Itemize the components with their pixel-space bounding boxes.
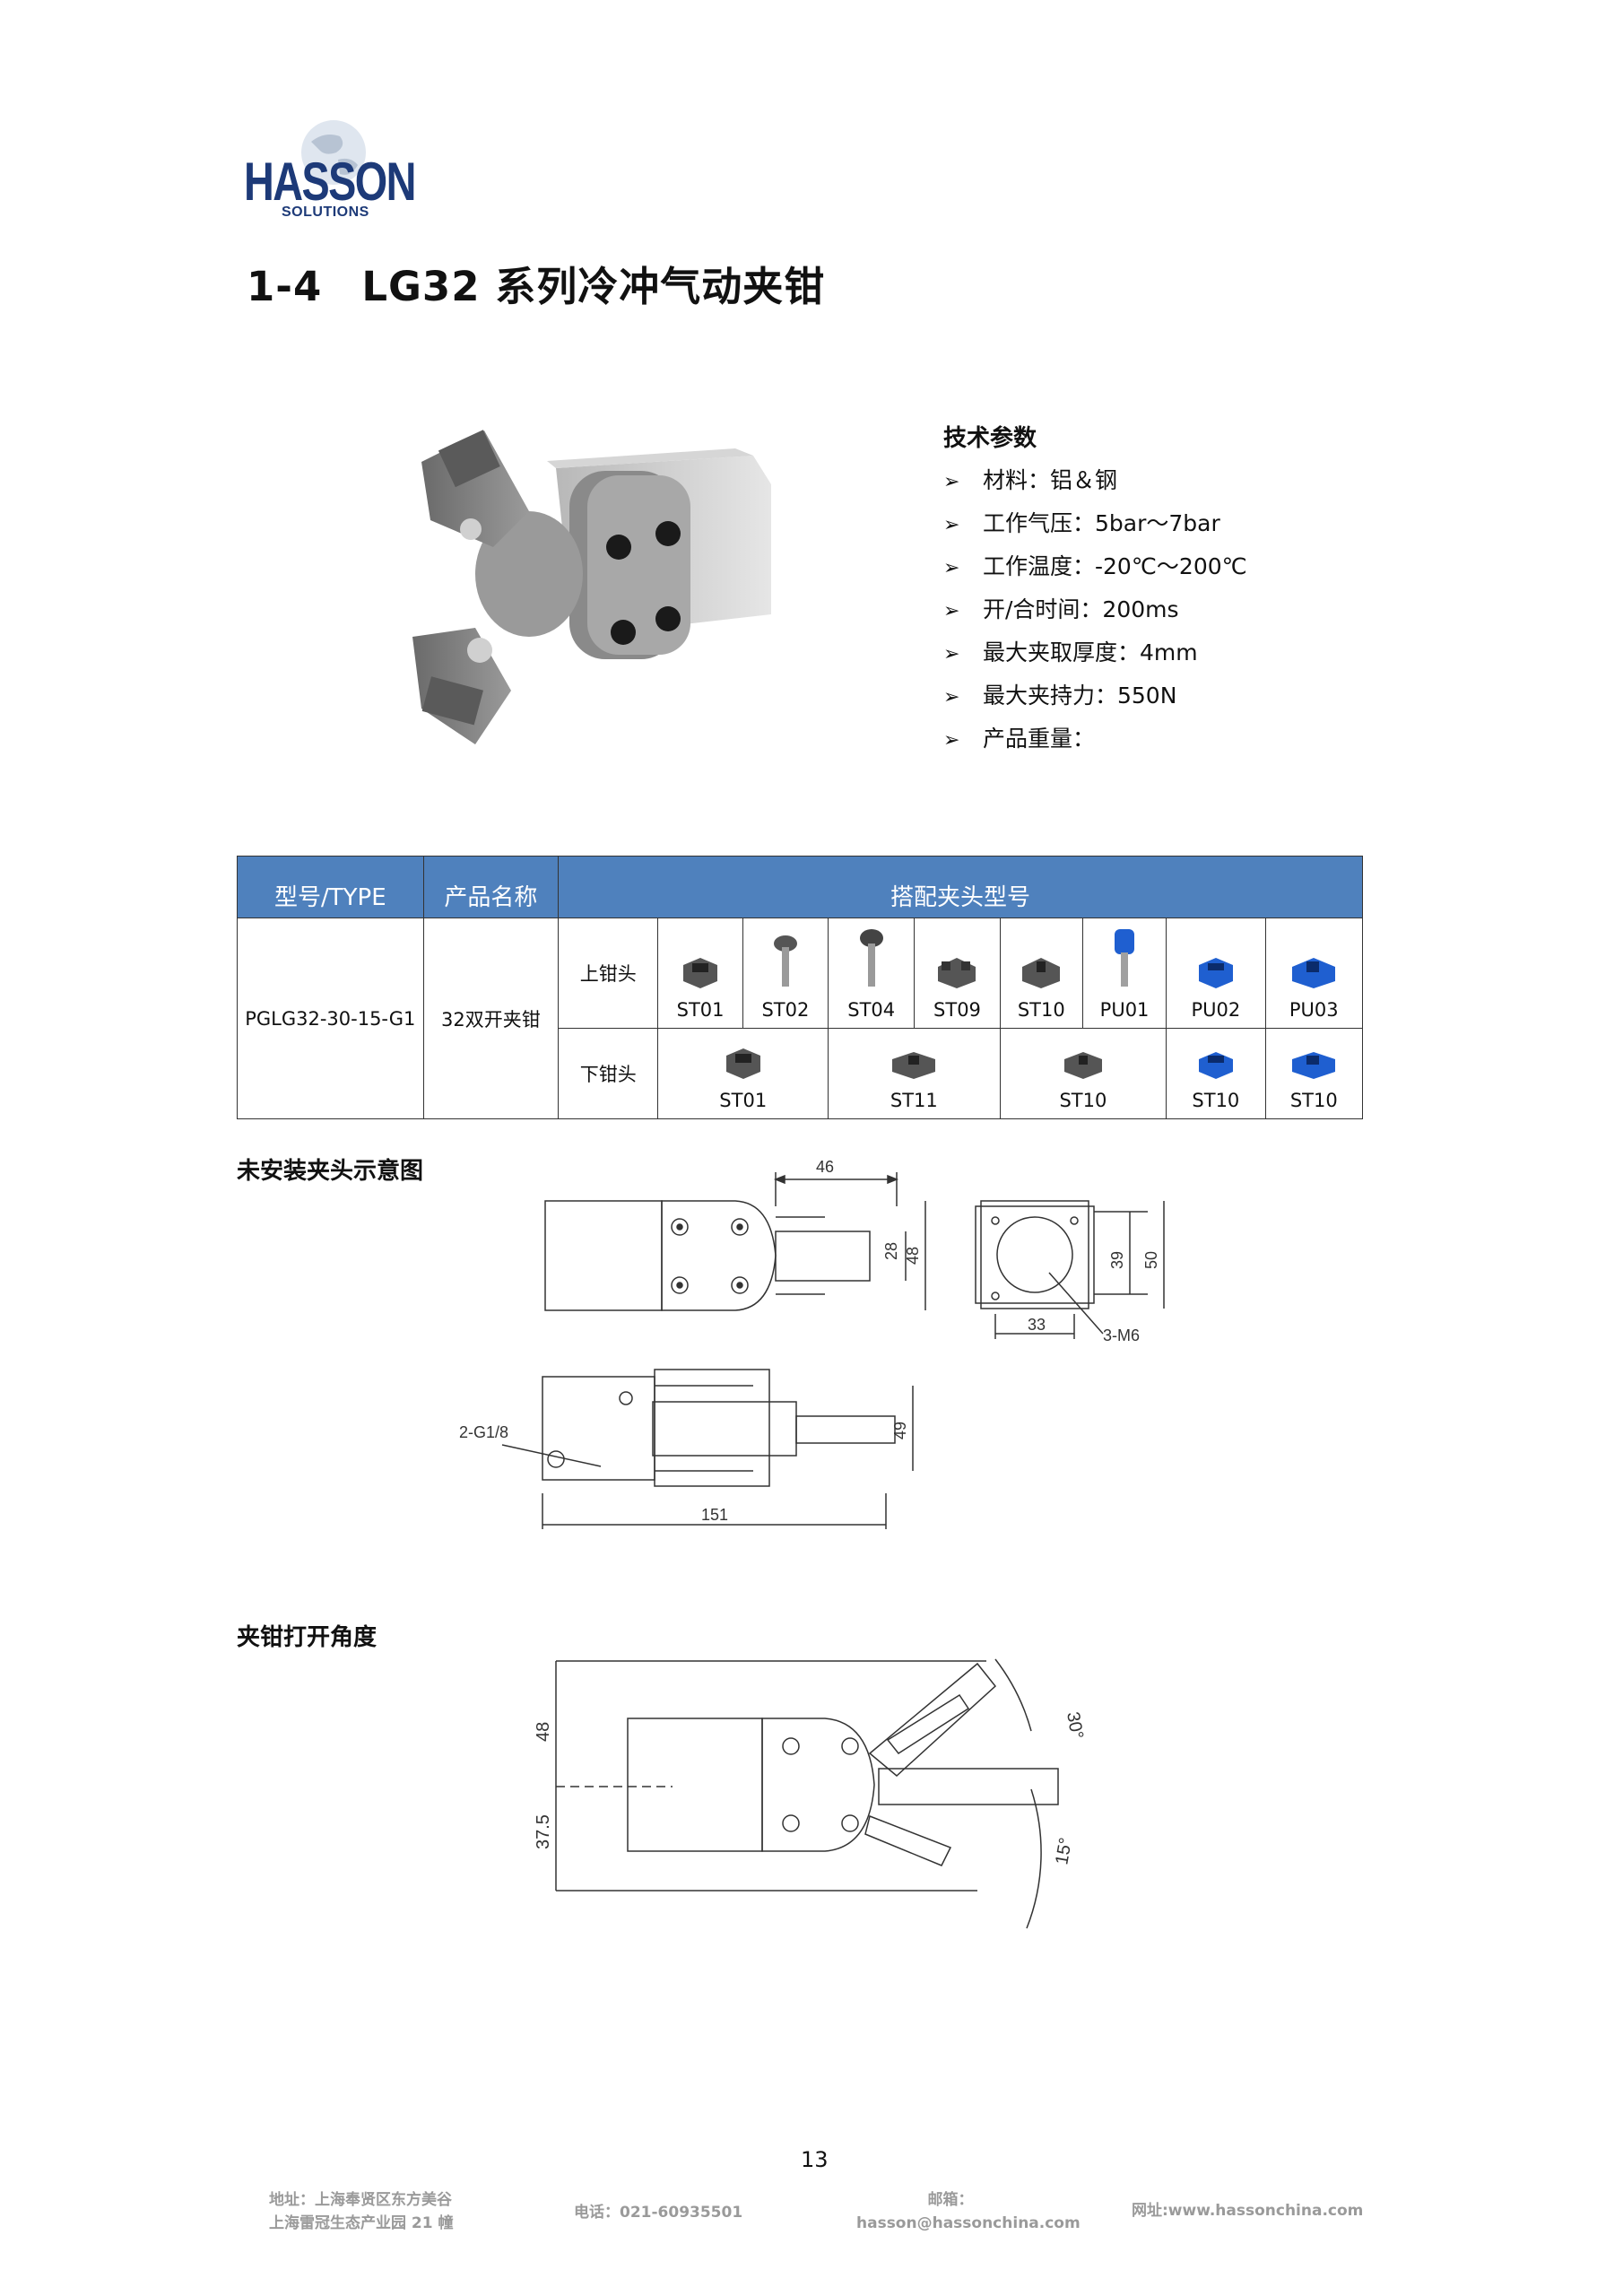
- jaw-cell: PU03: [1264, 918, 1364, 1029]
- arrow-bullet-icon: ➢: [943, 514, 960, 536]
- jaw-st10-blue-icon: [1198, 1052, 1233, 1079]
- thread-m6: 3-M6: [1103, 1326, 1140, 1344]
- specs-heading: 技术参数: [943, 425, 1037, 452]
- footer-email: 邮箱： hasson@hassonchina.com: [856, 2191, 1081, 2232]
- dim-33: 33: [1028, 1316, 1046, 1334]
- jaw-st09-icon: [938, 958, 976, 988]
- drawing1-label: 未安装夹头示意图: [237, 1158, 424, 1185]
- jaw-cell: ST10: [1166, 1028, 1266, 1119]
- jaw-pu01-icon: [1115, 929, 1135, 987]
- spec-list: ➢材料：铝＆钢 ➢工作气压：5bar～7bar ➢工作温度：-20℃～200℃ …: [943, 459, 1247, 761]
- spec-item: ➢工作温度：-20℃～200℃: [943, 545, 1247, 588]
- model-table: 型号/TYPE 产品名称 搭配夹头型号 PGLG32-30-15-G1 32双开…: [237, 856, 1364, 1119]
- jaw-st10-icon: [1063, 1052, 1102, 1079]
- dim-28: 28: [882, 1242, 900, 1260]
- jaw-cell: ST10: [1264, 1028, 1364, 1119]
- jaw-st10-blue-icon: [1292, 1052, 1336, 1079]
- section-title: LG32 系列冷冲气动夹钳: [361, 263, 826, 310]
- jaw-cell: ST02: [742, 918, 829, 1029]
- jaw-cell: PU01: [1081, 918, 1167, 1029]
- dim-46: 46: [816, 1158, 834, 1176]
- logo-subtitle: SOLUTIONS: [282, 204, 369, 220]
- footer-phone: 电话：021-60935501: [574, 2204, 743, 2222]
- opening-angle-drawing: 48 37.5 30° 15°: [534, 1658, 1087, 1929]
- thread-g18: 2-G1/8: [459, 1423, 508, 1441]
- jaw-pu02-icon: [1198, 958, 1233, 988]
- jaw-cell: ST10: [999, 918, 1083, 1029]
- header-type: 型号/TYPE: [237, 856, 424, 918]
- jaw-cell: ST10: [999, 1028, 1167, 1119]
- jaw-cell: ST11: [828, 1028, 1001, 1119]
- globe-icon: [301, 120, 366, 185]
- logo-wordmark: HASSON: [244, 152, 416, 212]
- jaw-pu03-icon: [1292, 958, 1336, 988]
- jaw-cell: ST01: [657, 918, 743, 1029]
- page-number: 13: [801, 2147, 829, 2172]
- jaw-cell: ST09: [914, 918, 1001, 1029]
- section-number: 1-4: [247, 263, 323, 310]
- spec-item: ➢产品重量：: [943, 718, 1247, 761]
- front-view-drawing: 2-G1/8 49 151: [459, 1369, 914, 1529]
- jaw-st10-icon: [1022, 958, 1061, 988]
- arrow-bullet-icon: ➢: [943, 471, 960, 493]
- dim-48: 48: [904, 1247, 922, 1265]
- side-view-drawing: 39 50 33 3-M6: [975, 1200, 1165, 1344]
- spec-item: ➢工作气压：5bar～7bar: [943, 502, 1247, 545]
- jaw-st02-icon: [773, 935, 797, 987]
- dim-49: 49: [891, 1422, 909, 1439]
- product-image: [412, 430, 771, 744]
- spec-item: ➢材料：铝＆钢: [943, 459, 1247, 502]
- arrow-bullet-icon: ➢: [943, 643, 960, 665]
- dim-50: 50: [1142, 1251, 1160, 1269]
- jaw-st01-icon: [725, 1048, 760, 1079]
- dim-39: 39: [1108, 1251, 1126, 1269]
- jaw-cell: ST04: [828, 918, 916, 1029]
- arrow-bullet-icon: ➢: [943, 600, 960, 622]
- spec-item: ➢最大夹持力：550N: [943, 674, 1247, 718]
- model-code: PGLG32-30-15-G1: [237, 918, 424, 1119]
- jaw-st01-icon: [683, 958, 718, 988]
- dim-37-5: 37.5: [534, 1814, 553, 1849]
- footer-address: 地址：上海奉贤区东方美谷 上海雷冠生态产业园 21 幢: [269, 2191, 454, 2232]
- page-title: 1-4 LG32 系列冷冲气动夹钳: [247, 254, 825, 312]
- top-view-drawing: 46 28 48: [544, 1158, 926, 1311]
- footer-website: 网址:www.hassonchina.com: [1132, 2202, 1364, 2220]
- dim-151: 151: [701, 1506, 728, 1524]
- arrow-bullet-icon: ➢: [943, 729, 960, 752]
- jaw-st04-icon: [859, 929, 883, 987]
- jaw-cell: PU02: [1166, 918, 1266, 1029]
- spec-item: ➢最大夹取厚度：4mm: [943, 631, 1247, 674]
- arrow-bullet-icon: ➢: [943, 557, 960, 579]
- drawing2-label: 夹钳打开角度: [237, 1624, 378, 1651]
- product-name: 32双开夹钳: [422, 918, 560, 1119]
- lower-jaw-label: 下钳头: [558, 1028, 659, 1119]
- dim-48: 48: [534, 1722, 553, 1742]
- header-jaw-models: 搭配夹头型号: [558, 856, 1363, 918]
- angle-30: 30°: [1063, 1710, 1087, 1741]
- header-product-name: 产品名称: [422, 856, 560, 918]
- company-logo: HASSON SOLUTIONS: [244, 115, 423, 222]
- jaw-cell: ST01: [657, 1028, 829, 1119]
- jaw-st11-icon: [892, 1052, 936, 1079]
- spec-item: ➢开/合时间：200ms: [943, 588, 1247, 631]
- arrow-bullet-icon: ➢: [943, 686, 960, 709]
- upper-jaw-label: 上钳头: [558, 918, 659, 1029]
- angle-15: 15°: [1052, 1836, 1076, 1866]
